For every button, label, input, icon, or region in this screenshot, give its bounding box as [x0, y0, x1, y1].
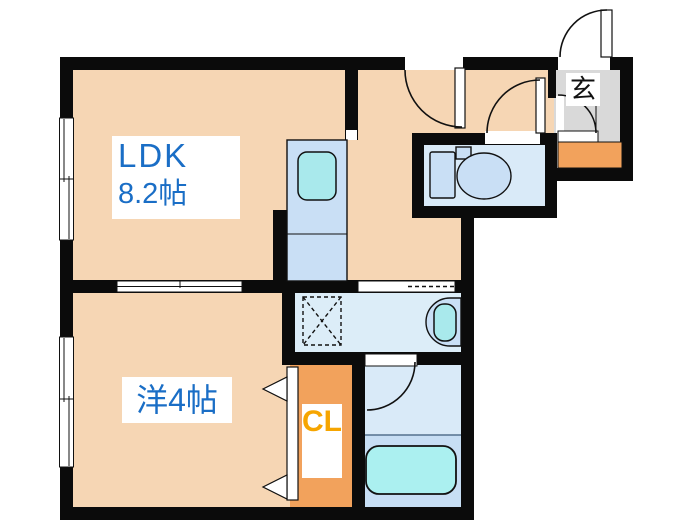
entrance-inner-opening — [556, 96, 564, 133]
washbasin-bowl — [433, 303, 457, 342]
floors — [66, 63, 622, 513]
kitchen-counter — [286, 139, 348, 282]
wall-closet-right — [352, 352, 365, 507]
kitchen-sink — [297, 151, 337, 201]
entrance-threshold — [557, 130, 599, 143]
wall-entrance-bottom — [545, 168, 633, 181]
entrance-door-opening — [558, 57, 610, 70]
ldk-size: 8.2帖 — [118, 178, 188, 210]
wall-hall-entrance-divider — [548, 57, 556, 98]
sliding-doors — [116, 280, 456, 293]
wall-closet-top — [282, 352, 365, 365]
fixtures — [286, 139, 623, 495]
wall-right-lower — [461, 218, 474, 520]
toilet — [429, 146, 512, 200]
wall-right-entrance — [620, 57, 633, 181]
divider-end-cap — [346, 130, 357, 140]
washbasin — [425, 297, 462, 347]
closet-label: CL — [302, 404, 342, 478]
entrance-label: 玄 — [566, 73, 600, 106]
hallway-door-opening — [405, 57, 463, 70]
swing-doors — [261, 9, 613, 501]
wall-western-washer-divider — [282, 293, 295, 352]
wall-bottom — [60, 507, 473, 520]
entrance-swing-door — [559, 9, 613, 58]
shoe-cabinet — [557, 141, 623, 169]
toilet-tank — [429, 151, 456, 199]
room-sliding-door — [116, 280, 243, 293]
western-room-label: 洋4帖 — [122, 377, 232, 423]
toilet-door-opening — [485, 131, 540, 144]
openings — [346, 57, 610, 144]
wall-ldk-hall-divider — [345, 57, 358, 140]
ldk-label: LDK 8.2帖 — [112, 136, 240, 219]
bathtub — [365, 445, 457, 495]
ldk-window — [59, 117, 74, 241]
toilet-swing-door — [486, 77, 546, 134]
wall-kitchen-stub — [273, 210, 287, 285]
washing-machine-space — [302, 296, 342, 346]
bathroom-swing-door — [364, 353, 418, 411]
toilet-flush — [455, 146, 472, 160]
washroom-sliding-door — [357, 280, 456, 293]
ldk-name: LDK — [118, 137, 189, 174]
windows — [59, 117, 74, 468]
toilet-bowl — [456, 152, 512, 200]
western-room-window — [59, 336, 74, 468]
hallway-swing-door — [404, 67, 466, 129]
closet-folding-door — [261, 366, 299, 501]
